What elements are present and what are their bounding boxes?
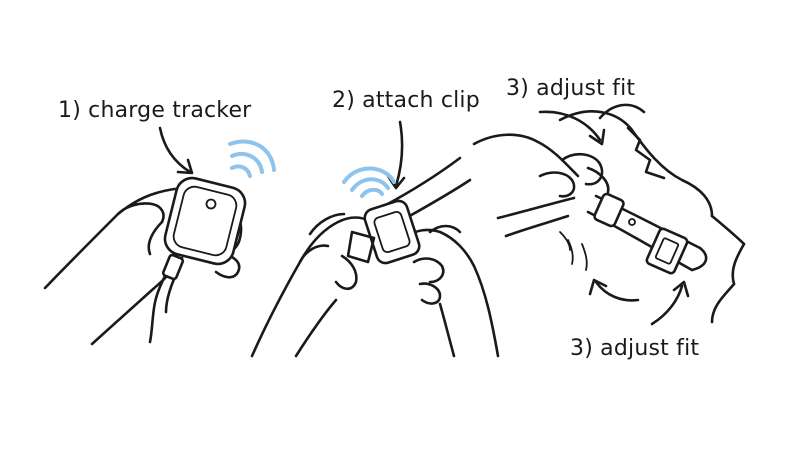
tracker-clip	[363, 199, 421, 265]
collar-hole-1	[628, 218, 636, 226]
clip-buckle	[346, 230, 376, 264]
hand-2-left-finger	[298, 244, 330, 264]
hand-3-finger-b	[560, 152, 604, 186]
hand-3-finger-a	[538, 171, 576, 198]
hand-3-lower	[504, 214, 570, 238]
arrow-step-3-left	[594, 280, 640, 302]
hand-1-finger-a	[116, 202, 165, 224]
arrow-step-3-right-head	[672, 280, 690, 298]
collar-buckle	[645, 227, 689, 275]
arrow-step-3-top	[538, 110, 602, 142]
hand-2-right	[406, 228, 500, 358]
tracker-led	[205, 198, 217, 210]
panel-adjust-fit	[472, 103, 746, 326]
cable-plug	[161, 253, 185, 281]
hand-2-right-lower	[438, 302, 456, 358]
hand-2-left-lower	[294, 298, 338, 358]
hand-3-palm	[496, 196, 576, 220]
signal-wave-clip-2	[350, 177, 390, 192]
dog-fur-jagged	[626, 126, 666, 180]
dog-fur-outline	[558, 110, 714, 218]
arrow-step-2	[394, 120, 404, 188]
hand-3-thumb	[586, 166, 610, 194]
dog-fur-tuft-2	[731, 242, 746, 286]
dog-fur-line-2	[581, 243, 588, 271]
step-label-adjust-fit-bottom: 3) adjust fit	[570, 336, 700, 361]
arrow-step-3-right	[650, 284, 684, 326]
dog-fur-line-3	[559, 231, 571, 251]
step-label-adjust-fit-top: 3) adjust fit	[506, 76, 636, 101]
collar-band-end	[690, 246, 708, 272]
hand-2-right-knuckle	[428, 224, 462, 234]
signal-wave-2	[230, 152, 264, 174]
hand-2-right-finger-b	[418, 282, 442, 305]
hand-1-finger-c	[214, 252, 241, 279]
dog-fur-tuft-3	[710, 282, 736, 324]
panel-charge-tracker	[43, 126, 276, 346]
collar-buckle-inner	[654, 237, 680, 265]
dog-fur-line-1	[567, 239, 574, 265]
signal-wave-clip-1	[360, 187, 384, 198]
hand-2-left	[250, 216, 372, 358]
hand-2-right-finger-a	[412, 257, 445, 284]
hand-2-left-thumb	[334, 254, 358, 291]
panel-attach-clip	[250, 120, 500, 358]
arrow-step-1	[158, 126, 192, 174]
signal-wave-3	[228, 139, 276, 172]
dog-fur-tuft-1	[710, 214, 746, 246]
collar-keeper	[593, 192, 625, 228]
hand-1-finger-b	[147, 220, 164, 256]
signal-wave-clip-3	[342, 166, 396, 184]
signal-wave-1	[230, 164, 252, 178]
tracker-device	[163, 176, 247, 266]
hand-3	[472, 133, 580, 178]
arrow-step-1-head	[176, 158, 194, 175]
tracker-clip-inner	[373, 210, 411, 254]
wifi-signal-icon	[228, 139, 276, 178]
dog-fur-top	[598, 103, 646, 120]
tracker-device-inner	[172, 185, 238, 257]
arrow-step-3-top-head	[588, 128, 606, 146]
step-label-attach-clip: 2) attach clip	[332, 88, 480, 113]
arrow-step-3-left-head	[588, 278, 608, 296]
hand-2-left-knuckle	[308, 212, 346, 236]
step-label-charge-tracker: 1) charge tracker	[58, 98, 252, 123]
